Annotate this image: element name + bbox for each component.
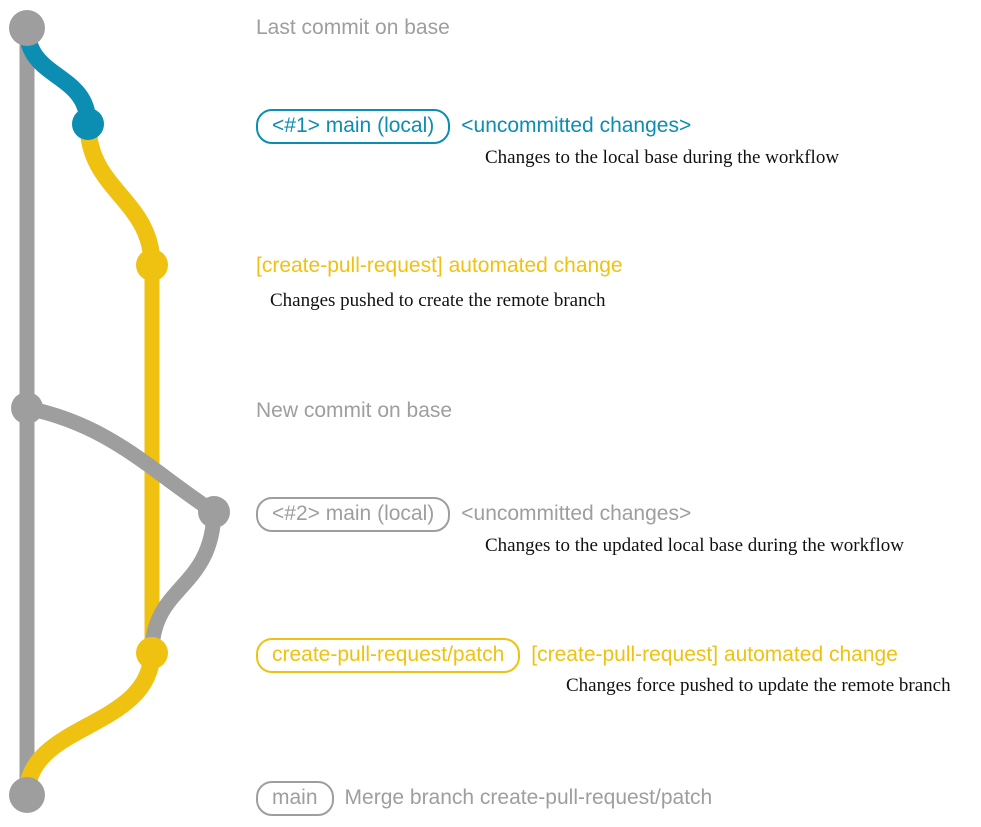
ref-chip-main-local-1[interactable]: <#1> main (local) — [256, 109, 451, 144]
ref-chip-main[interactable]: main — [256, 781, 334, 816]
commit-row-automated-change-1: [create-pull-request] automated change — [256, 255, 623, 276]
commit-subject-uncommitted-changes-2: <uncommitted changes> — [461, 502, 692, 525]
node-base-new-commit[interactable] — [11, 392, 43, 424]
node-remote-commit-1[interactable] — [136, 249, 168, 281]
commit-row-merge-branch: main Merge branch create-pull-request/pa… — [256, 781, 712, 816]
commit-subject-last-commit-on-base: Last commit on base — [256, 16, 450, 39]
node-local-change-1[interactable] — [72, 108, 104, 140]
node-merge-commit[interactable] — [9, 777, 45, 813]
node-base-head[interactable] — [9, 10, 45, 46]
ref-chip-main-local-2[interactable]: <#2> main (local) — [256, 497, 451, 532]
commit-row-local-uncommitted-1: <#1> main (local) <uncommitted changes> — [256, 109, 691, 144]
edge-base-to-local-2 — [19, 400, 222, 520]
commit-subject-merge-branch: Merge branch create-pull-request/patch — [344, 786, 713, 809]
node-local-change-2[interactable] — [198, 496, 230, 528]
commit-subject-automated-change-1: [create-pull-request] automated change — [256, 254, 623, 277]
commit-row-local-uncommitted-2: <#2> main (local) <uncommitted changes> — [256, 497, 691, 532]
commit-note-local-uncommitted-2: Changes to the updated local base during… — [485, 535, 904, 556]
commit-row-automated-change-2: create-pull-request/patch [create-pull-r… — [256, 638, 898, 673]
edge-local-2-to-remote-2 — [144, 504, 222, 661]
ref-chip-create-pull-request-patch[interactable]: create-pull-request/patch — [256, 638, 521, 673]
commit-note-automated-change-2: Changes force pushed to update the remot… — [566, 675, 951, 696]
commit-subject-uncommitted-changes-1: <uncommitted changes> — [461, 114, 692, 137]
commit-subject-automated-change-2: [create-pull-request] automated change — [531, 643, 898, 666]
edge-local-1-to-remote-1 — [79, 115, 161, 274]
commit-note-local-uncommitted-1: Changes to the local base during the wor… — [485, 147, 840, 168]
edge-remote-2-to-merge — [18, 644, 161, 804]
commit-subject-new-commit-on-base: New commit on base — [256, 399, 453, 422]
node-remote-commit-2[interactable] — [136, 637, 168, 669]
commit-note-automated-change-1: Changes pushed to create the remote bran… — [270, 290, 606, 311]
